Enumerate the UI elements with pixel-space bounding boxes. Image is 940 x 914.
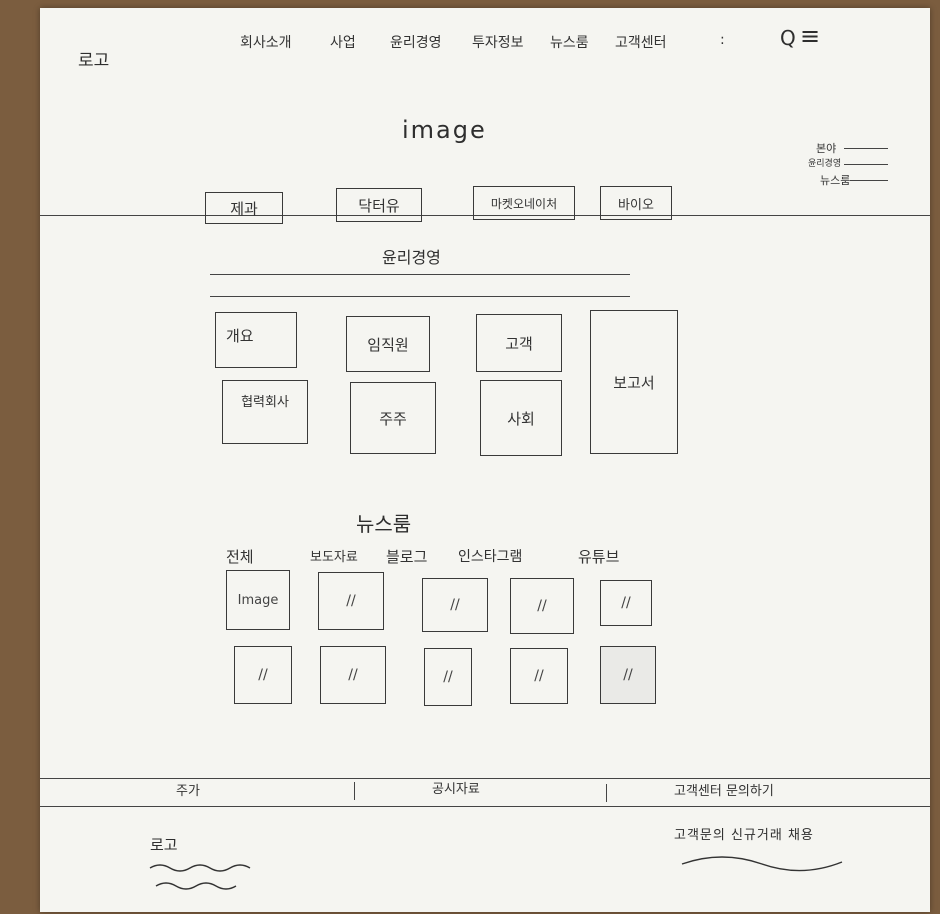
brand-button-confectionery[interactable]: 제과 (205, 192, 283, 224)
news-thumbnail[interactable]: // (600, 646, 656, 704)
newsroom-tab-instagram[interactable]: 인스타그램 (458, 549, 523, 565)
footer-links[interactable]: 고객문의 신규거래 채용 (674, 828, 814, 843)
side-menu-item-1[interactable]: 본야 (816, 142, 837, 155)
footer-squiggle-right (681, 856, 843, 872)
news-thumbnail[interactable]: // (320, 646, 386, 704)
newsroom-tab-youtube[interactable]: 유튜브 (578, 548, 620, 566)
side-menu-line-2 (844, 164, 888, 165)
newsroom-tab-press[interactable]: 보도자료 (310, 550, 358, 565)
footer-bar-divider-1 (354, 782, 355, 800)
ethics-underline-2 (210, 296, 630, 297)
ethics-card-employees[interactable]: 임직원 (346, 316, 430, 372)
footer-bar-disclosure[interactable]: 공시자료 (432, 782, 480, 797)
brand-button-market-o[interactable]: 마켓오네이처 (473, 186, 575, 220)
footer-bar-divider-2 (606, 784, 607, 802)
footer-bar-stock[interactable]: 주가 (176, 784, 200, 799)
ethics-card-partners[interactable]: 협력회사 (222, 380, 308, 444)
news-thumbnail[interactable]: // (234, 646, 292, 704)
ethics-card-customers[interactable]: 고객 (476, 314, 562, 372)
language-icon[interactable]: : (720, 32, 725, 48)
hamburger-menu-icon[interactable]: ≡ (800, 22, 821, 50)
header-logo[interactable]: 로고 (78, 51, 110, 71)
side-menu-line-1 (844, 148, 888, 149)
footer-bar-bottom-line (40, 806, 930, 807)
news-thumbnail[interactable]: // (510, 648, 568, 704)
nav-item-company[interactable]: 회사소개 (240, 35, 292, 51)
side-menu-item-2[interactable]: 윤리경영 (808, 159, 842, 169)
newsroom-section-title: 뉴스룸 (356, 512, 412, 536)
news-thumbnail[interactable]: Image (226, 570, 290, 630)
hero-divider (40, 215, 930, 216)
nav-item-customer[interactable]: 고객센터 (615, 35, 667, 51)
news-thumbnail[interactable]: // (424, 648, 472, 706)
side-menu-item-3[interactable]: 뉴스룸 (820, 174, 851, 187)
side-menu-line-3 (850, 180, 888, 181)
hero-image-placeholder: image (402, 116, 487, 144)
brand-button-bio[interactable]: 바이오 (600, 186, 672, 220)
nav-item-investor[interactable]: 투자정보 (472, 35, 524, 51)
ethics-card-overview[interactable]: 개요 (215, 312, 297, 368)
sketch-paper: 로고 회사소개 사업 윤리경영 투자정보 뉴스룸 고객센터 : Q ≡ imag… (40, 8, 930, 912)
news-thumbnail[interactable]: // (318, 572, 384, 630)
ethics-card-report[interactable]: 보고서 (590, 310, 678, 454)
footer-squiggle-left (149, 864, 251, 890)
news-thumbnail[interactable]: // (510, 578, 574, 634)
news-thumbnail[interactable]: // (600, 580, 652, 626)
nav-item-newsroom[interactable]: 뉴스룸 (550, 35, 589, 51)
footer-bar-customer-inquiry[interactable]: 고객센터 문의하기 (674, 784, 774, 799)
news-thumbnail[interactable]: // (422, 578, 488, 632)
search-icon[interactable]: Q (780, 26, 796, 50)
ethics-card-shareholders[interactable]: 주주 (350, 382, 436, 454)
nav-item-ethics[interactable]: 윤리경영 (390, 35, 442, 51)
brand-button-doctor-u[interactable]: 닥터유 (336, 188, 422, 222)
ethics-underline-1 (210, 274, 630, 275)
footer-logo[interactable]: 로고 (150, 836, 178, 854)
footer-bar-top-line (40, 778, 930, 779)
ethics-section-title: 윤리경영 (382, 248, 441, 267)
ethics-card-society[interactable]: 사회 (480, 380, 562, 456)
newsroom-tab-blog[interactable]: 블로그 (386, 548, 428, 566)
nav-item-business[interactable]: 사업 (330, 35, 356, 51)
newsroom-tab-all[interactable]: 전체 (226, 548, 254, 566)
